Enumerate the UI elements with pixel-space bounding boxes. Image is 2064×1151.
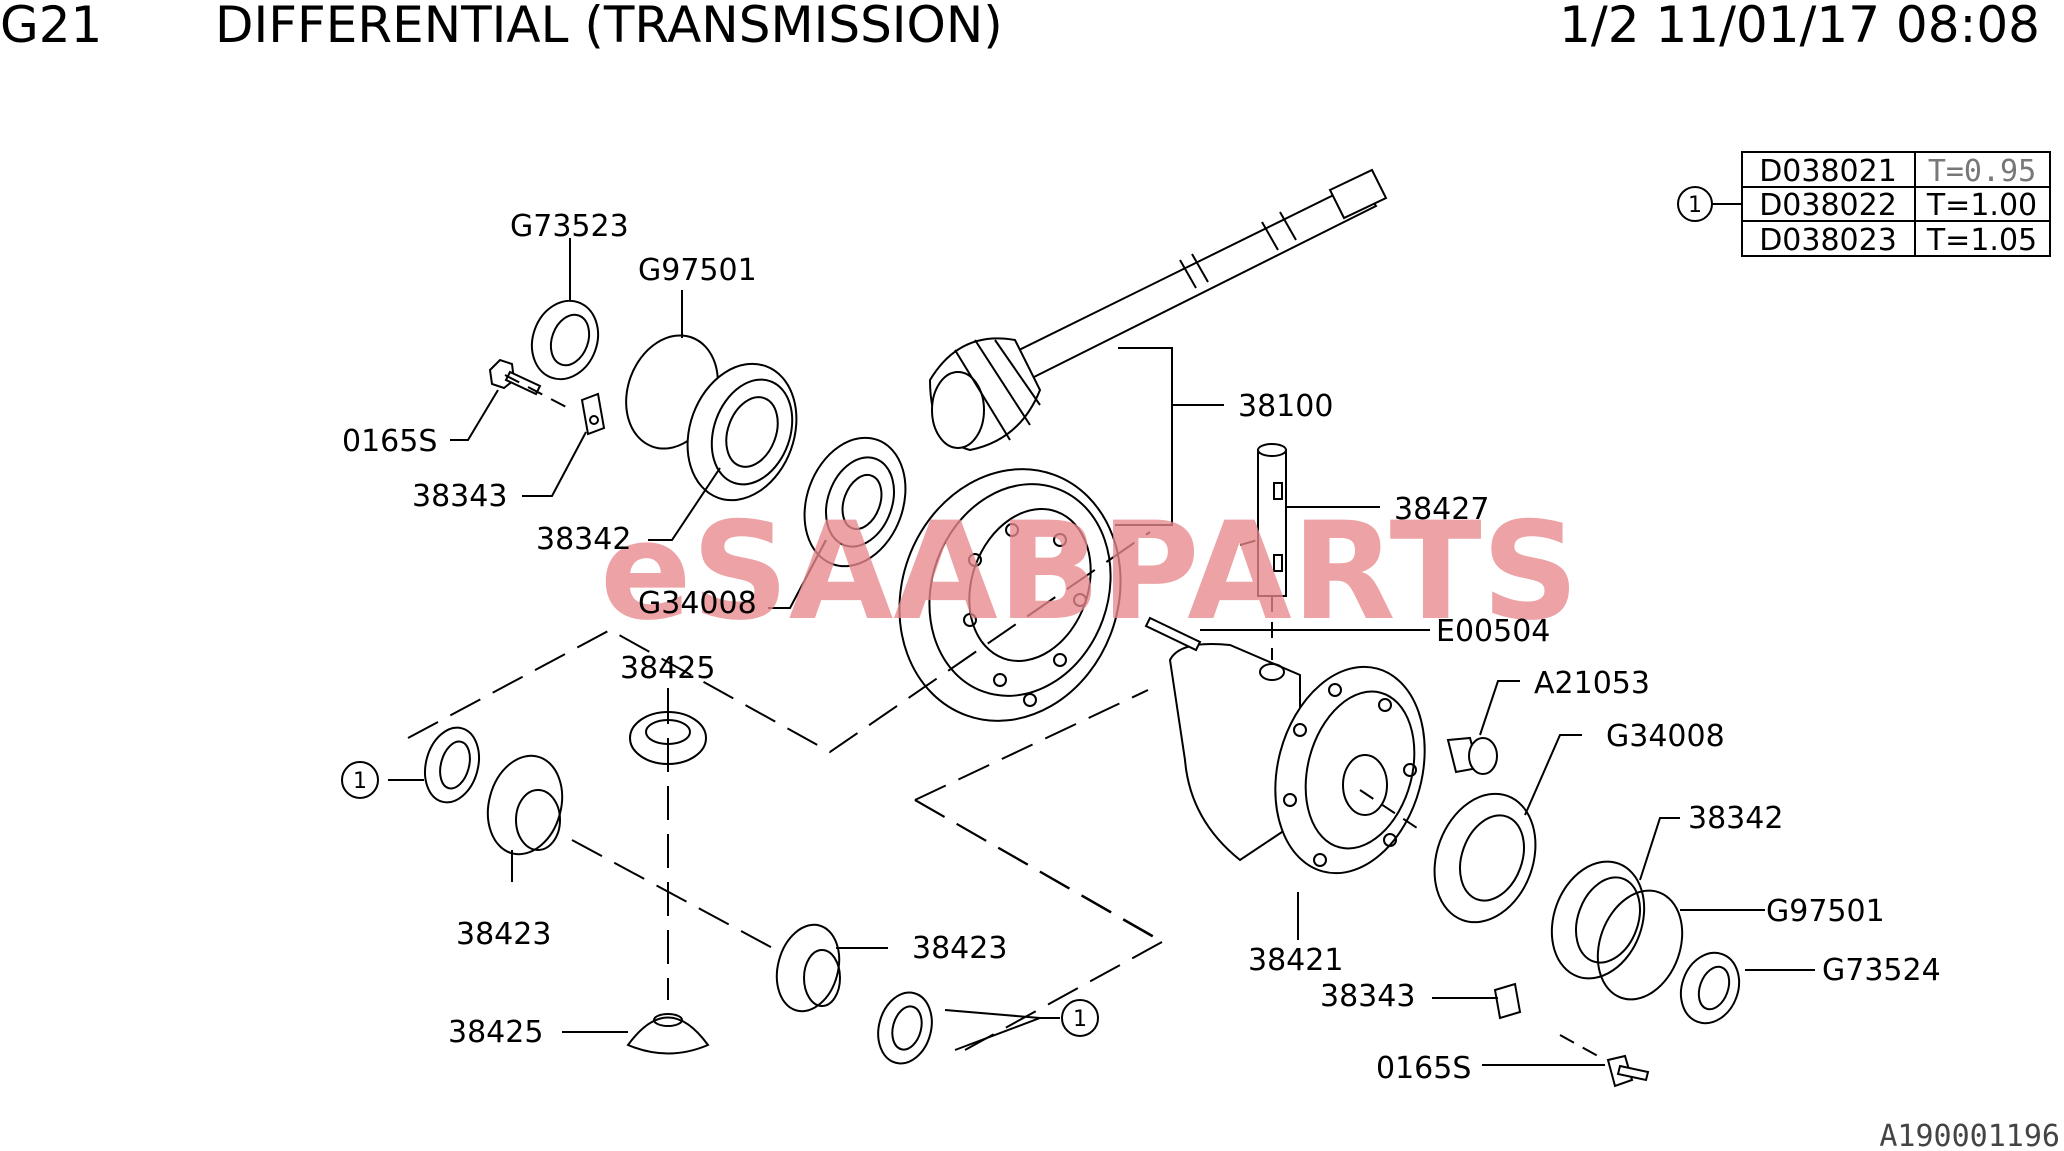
marker-bottom: 1 [1073, 1007, 1087, 1032]
part-label-g34008-right: G34008 [1606, 719, 1725, 754]
differential-case [1168, 643, 1426, 875]
table-part-2: D038022 [1759, 188, 1897, 223]
table-spec-2: T=1.00 [1926, 188, 2037, 223]
part-label-38423-right: 38423 [912, 931, 1007, 966]
part-label-38343-right: 38343 [1320, 979, 1415, 1014]
part-label-a21053: A21053 [1534, 666, 1650, 701]
marker-circle-bottom [1061, 999, 1099, 1037]
part-label-38425-bottom: 38425 [448, 1015, 543, 1050]
part-label-g34008-top: G34008 [638, 586, 757, 621]
part-label-38100: 38100 [1238, 389, 1333, 424]
drive-pinion-shaft [928, 168, 1388, 452]
part-label-0165s-top: 0165S [342, 424, 437, 459]
part-label-38342-right: 38342 [1688, 801, 1783, 836]
part-label-0165s-bottom: 0165S [1376, 1051, 1471, 1086]
table-spec-3: T=1.05 [1926, 223, 2037, 258]
shim-table: 1 D038021 T=0.95 D038022 T=1.00 D038023 … [1677, 151, 2051, 258]
diagram-info: 1/2 11/01/17 08:08 [1559, 0, 2040, 54]
marker-left: 1 [353, 769, 367, 794]
part-label-38427: 38427 [1394, 492, 1489, 527]
diagram-code: G21 [0, 0, 102, 54]
part-label-g73524: G73524 [1822, 953, 1941, 988]
assembly-lines [407, 374, 1606, 1061]
table-marker: 1 [1688, 193, 1702, 218]
ring-gear [898, 468, 1122, 722]
watermark-text: eSAABPARTS [600, 493, 1579, 650]
marker-circle-left [341, 761, 379, 799]
part-label-g73523: G73523 [510, 209, 629, 244]
diagram-title: DIFFERENTIAL (TRANSMISSION) [215, 0, 1003, 54]
part-label-38342-top: 38342 [536, 522, 631, 557]
right-lower-parts [1433, 736, 1741, 1088]
table-part-3: D038023 [1759, 223, 1897, 258]
leader-lines [388, 238, 1815, 1066]
table-spec-1: T=0.95 [1928, 154, 2036, 189]
table-part-1: D038021 [1759, 154, 1897, 189]
part-label-38421: 38421 [1248, 943, 1343, 978]
part-label-g97501-right: G97501 [1766, 894, 1885, 929]
part-label-e00504: E00504 [1436, 614, 1550, 649]
part-label-38425-top: 38425 [620, 651, 715, 686]
side-gears-and-pinions [424, 711, 933, 1065]
catalog-id: A190001196 [1879, 1119, 2060, 1151]
part-label-g97501-top: G97501 [638, 253, 757, 288]
part-label-38423-left: 38423 [456, 917, 551, 952]
part-label-38343-top: 38343 [412, 479, 507, 514]
